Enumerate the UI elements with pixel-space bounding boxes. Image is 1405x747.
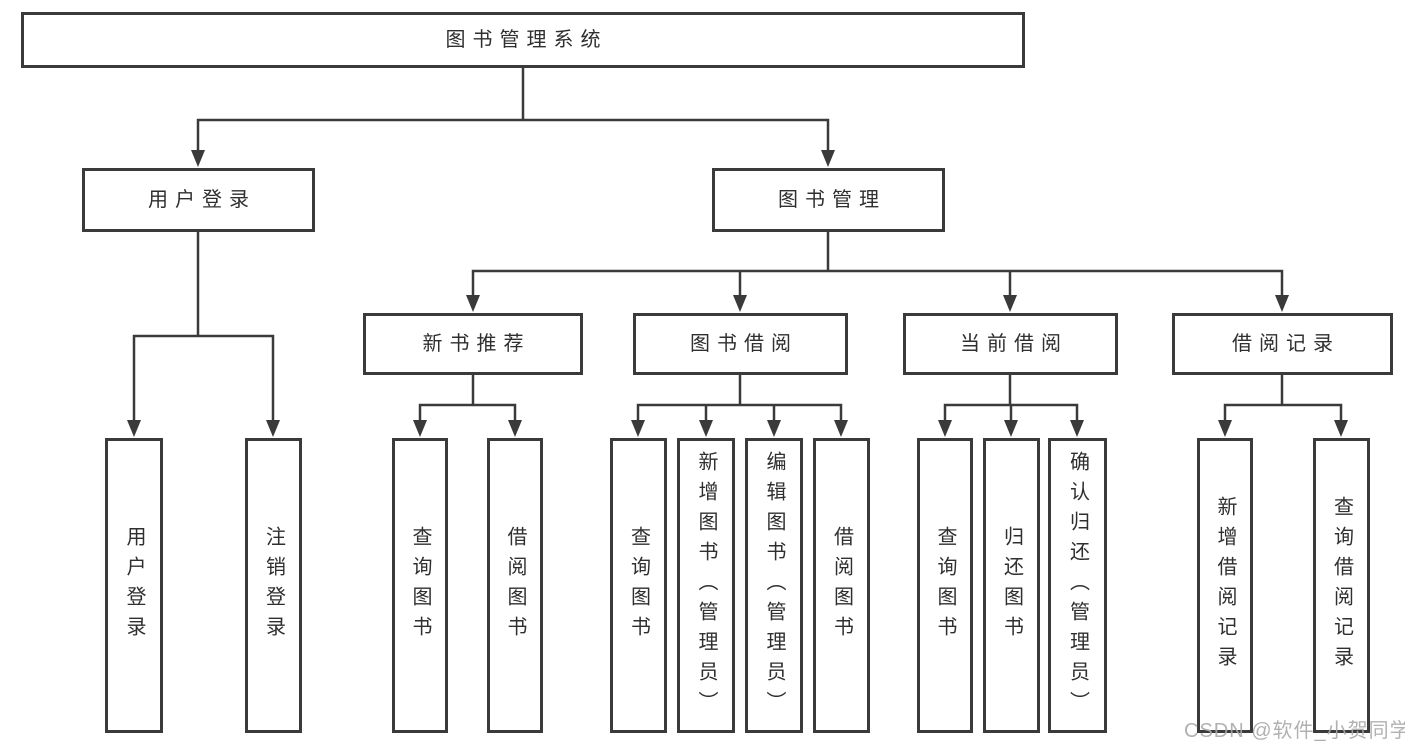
leaf-bb-add-book-admin: 新增图书（管理员） (677, 438, 735, 733)
node-new-book-recommend: 新书推荐 (363, 313, 583, 375)
node-current-borrow: 当前借阅 (903, 313, 1118, 375)
node-book-management: 图书管理 (712, 168, 945, 232)
node-book-borrow: 图书借阅 (633, 313, 848, 375)
connector-book-management-to-level3 (471, 230, 1284, 299)
leaf-br-add-record: 新增借阅记录 (1197, 438, 1253, 733)
leaf-nb-borrow-book: 借阅图书 (487, 438, 543, 733)
leaf-cb-query-book: 查询图书 (917, 438, 973, 733)
connector-book-borrow-to-leaves (636, 373, 843, 424)
node-root-system: 图书管理系统 (21, 12, 1025, 68)
leaf-logout: 注销登录 (245, 438, 302, 733)
connector-current-borrow-to-leaves (943, 373, 1079, 424)
leaf-user-login: 用户登录 (105, 438, 163, 733)
leaf-nb-query-book: 查询图书 (392, 438, 448, 733)
leaf-bb-borrow-book: 借阅图书 (813, 438, 870, 733)
csdn-watermark: CSDN @软件_小贺同学 (1184, 720, 1405, 742)
connector-user-login-to-leaves (132, 230, 275, 424)
node-user-login: 用户登录 (82, 168, 315, 232)
connector-root-to-level2 (196, 66, 830, 154)
connector-new-book-to-leaves (418, 373, 517, 424)
connector-borrow-record-to-leaves (1223, 373, 1343, 424)
leaf-br-query-record: 查询借阅记录 (1313, 438, 1370, 733)
leaf-cb-return-book: 归还图书 (983, 438, 1040, 733)
leaf-cb-confirm-return-admin: 确认归还（管理员） (1048, 438, 1107, 733)
leaf-bb-query-book: 查询图书 (610, 438, 667, 733)
leaf-bb-edit-book-admin: 编辑图书（管理员） (745, 438, 803, 733)
node-borrow-record: 借阅记录 (1172, 313, 1393, 375)
